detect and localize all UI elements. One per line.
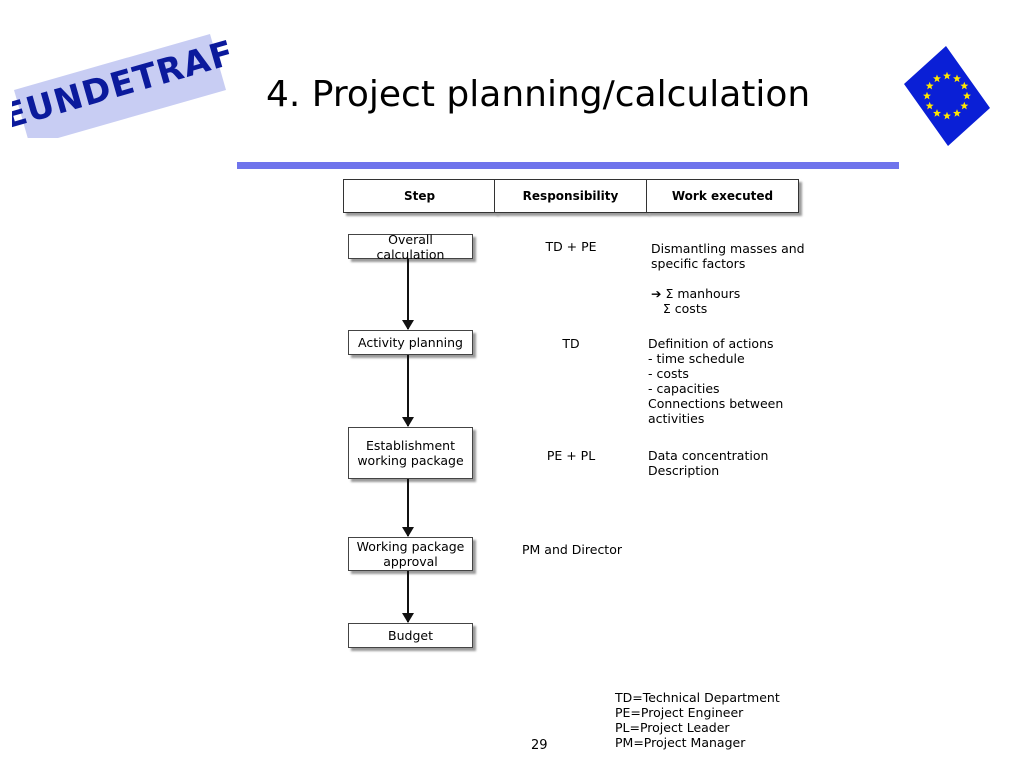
abbreviation-legend: TD=Technical Department PE=Project Engin… (615, 690, 780, 750)
flag-star (933, 74, 941, 83)
step-activity-planning: Activity planning (348, 330, 473, 355)
flag-star (963, 91, 971, 100)
flow-arrow (402, 355, 414, 427)
work-line: ➔ Σ manhours (651, 286, 741, 301)
flag-star (925, 101, 934, 110)
work-line: activities (648, 411, 705, 426)
step-overall-calculation: Overall calculation (348, 232, 473, 262)
page-title: 4. Project planning/calculation (266, 74, 811, 115)
flow-arrow (402, 479, 414, 537)
responsibility-activity-planning: TD (562, 336, 580, 351)
flag-star (943, 111, 951, 120)
eu-flag-graphic (904, 46, 990, 146)
flag-star (960, 81, 969, 90)
responsibility-approval: PM and Director (522, 542, 622, 557)
flag-star (923, 91, 931, 100)
page-number: 29 (531, 738, 548, 753)
eu-flag-icon (900, 42, 992, 154)
legend-item: PE=Project Engineer (615, 705, 744, 720)
eundetraf-logo-graphic: EUNDETRAF (12, 33, 232, 138)
step-budget: Budget (348, 623, 473, 648)
flag-star (960, 101, 969, 110)
work-line: - capacities (648, 381, 720, 396)
work-line: Connections between (648, 396, 784, 411)
responsibility-establishment: PE + PL (546, 448, 596, 463)
work-activity-planning: Definition of actions - time schedule - … (648, 336, 783, 426)
flag-star (925, 81, 934, 90)
responsibility-overall-calculation: TD + PE (545, 239, 597, 254)
work-line: Data concentration (648, 448, 769, 463)
work-line: Σ costs (651, 301, 708, 316)
eundetraf-logo: EUNDETRAF (12, 28, 232, 138)
flag-star (953, 109, 961, 117)
work-line: Dismantling masses and (651, 241, 805, 256)
work-overall-calculation: Dismantling masses and specific factors … (651, 241, 805, 316)
flow-arrow (402, 259, 414, 330)
work-line: Description (648, 463, 720, 478)
work-line (651, 271, 805, 286)
step-establishment-working-package: Establishment working package (348, 427, 473, 479)
header-work-executed: Work executed (646, 179, 799, 213)
header-responsibility: Responsibility (494, 179, 647, 213)
work-line: - time schedule (648, 351, 745, 366)
flag-star (953, 74, 961, 83)
work-establishment: Data concentration Description (648, 448, 768, 478)
header-step: Step (343, 179, 496, 213)
title-divider (237, 162, 899, 169)
work-line: - costs (648, 366, 689, 381)
step-working-package-approval: Working package approval (348, 537, 473, 571)
work-line: specific factors (651, 256, 746, 271)
legend-item: PM=Project Manager (615, 735, 746, 750)
flag-star (933, 109, 941, 117)
flow-arrow (402, 571, 414, 623)
legend-item: PL=Project Leader (615, 720, 730, 735)
legend-item: TD=Technical Department (615, 690, 780, 705)
flag-star (943, 71, 951, 80)
work-line: Definition of actions (648, 336, 774, 351)
